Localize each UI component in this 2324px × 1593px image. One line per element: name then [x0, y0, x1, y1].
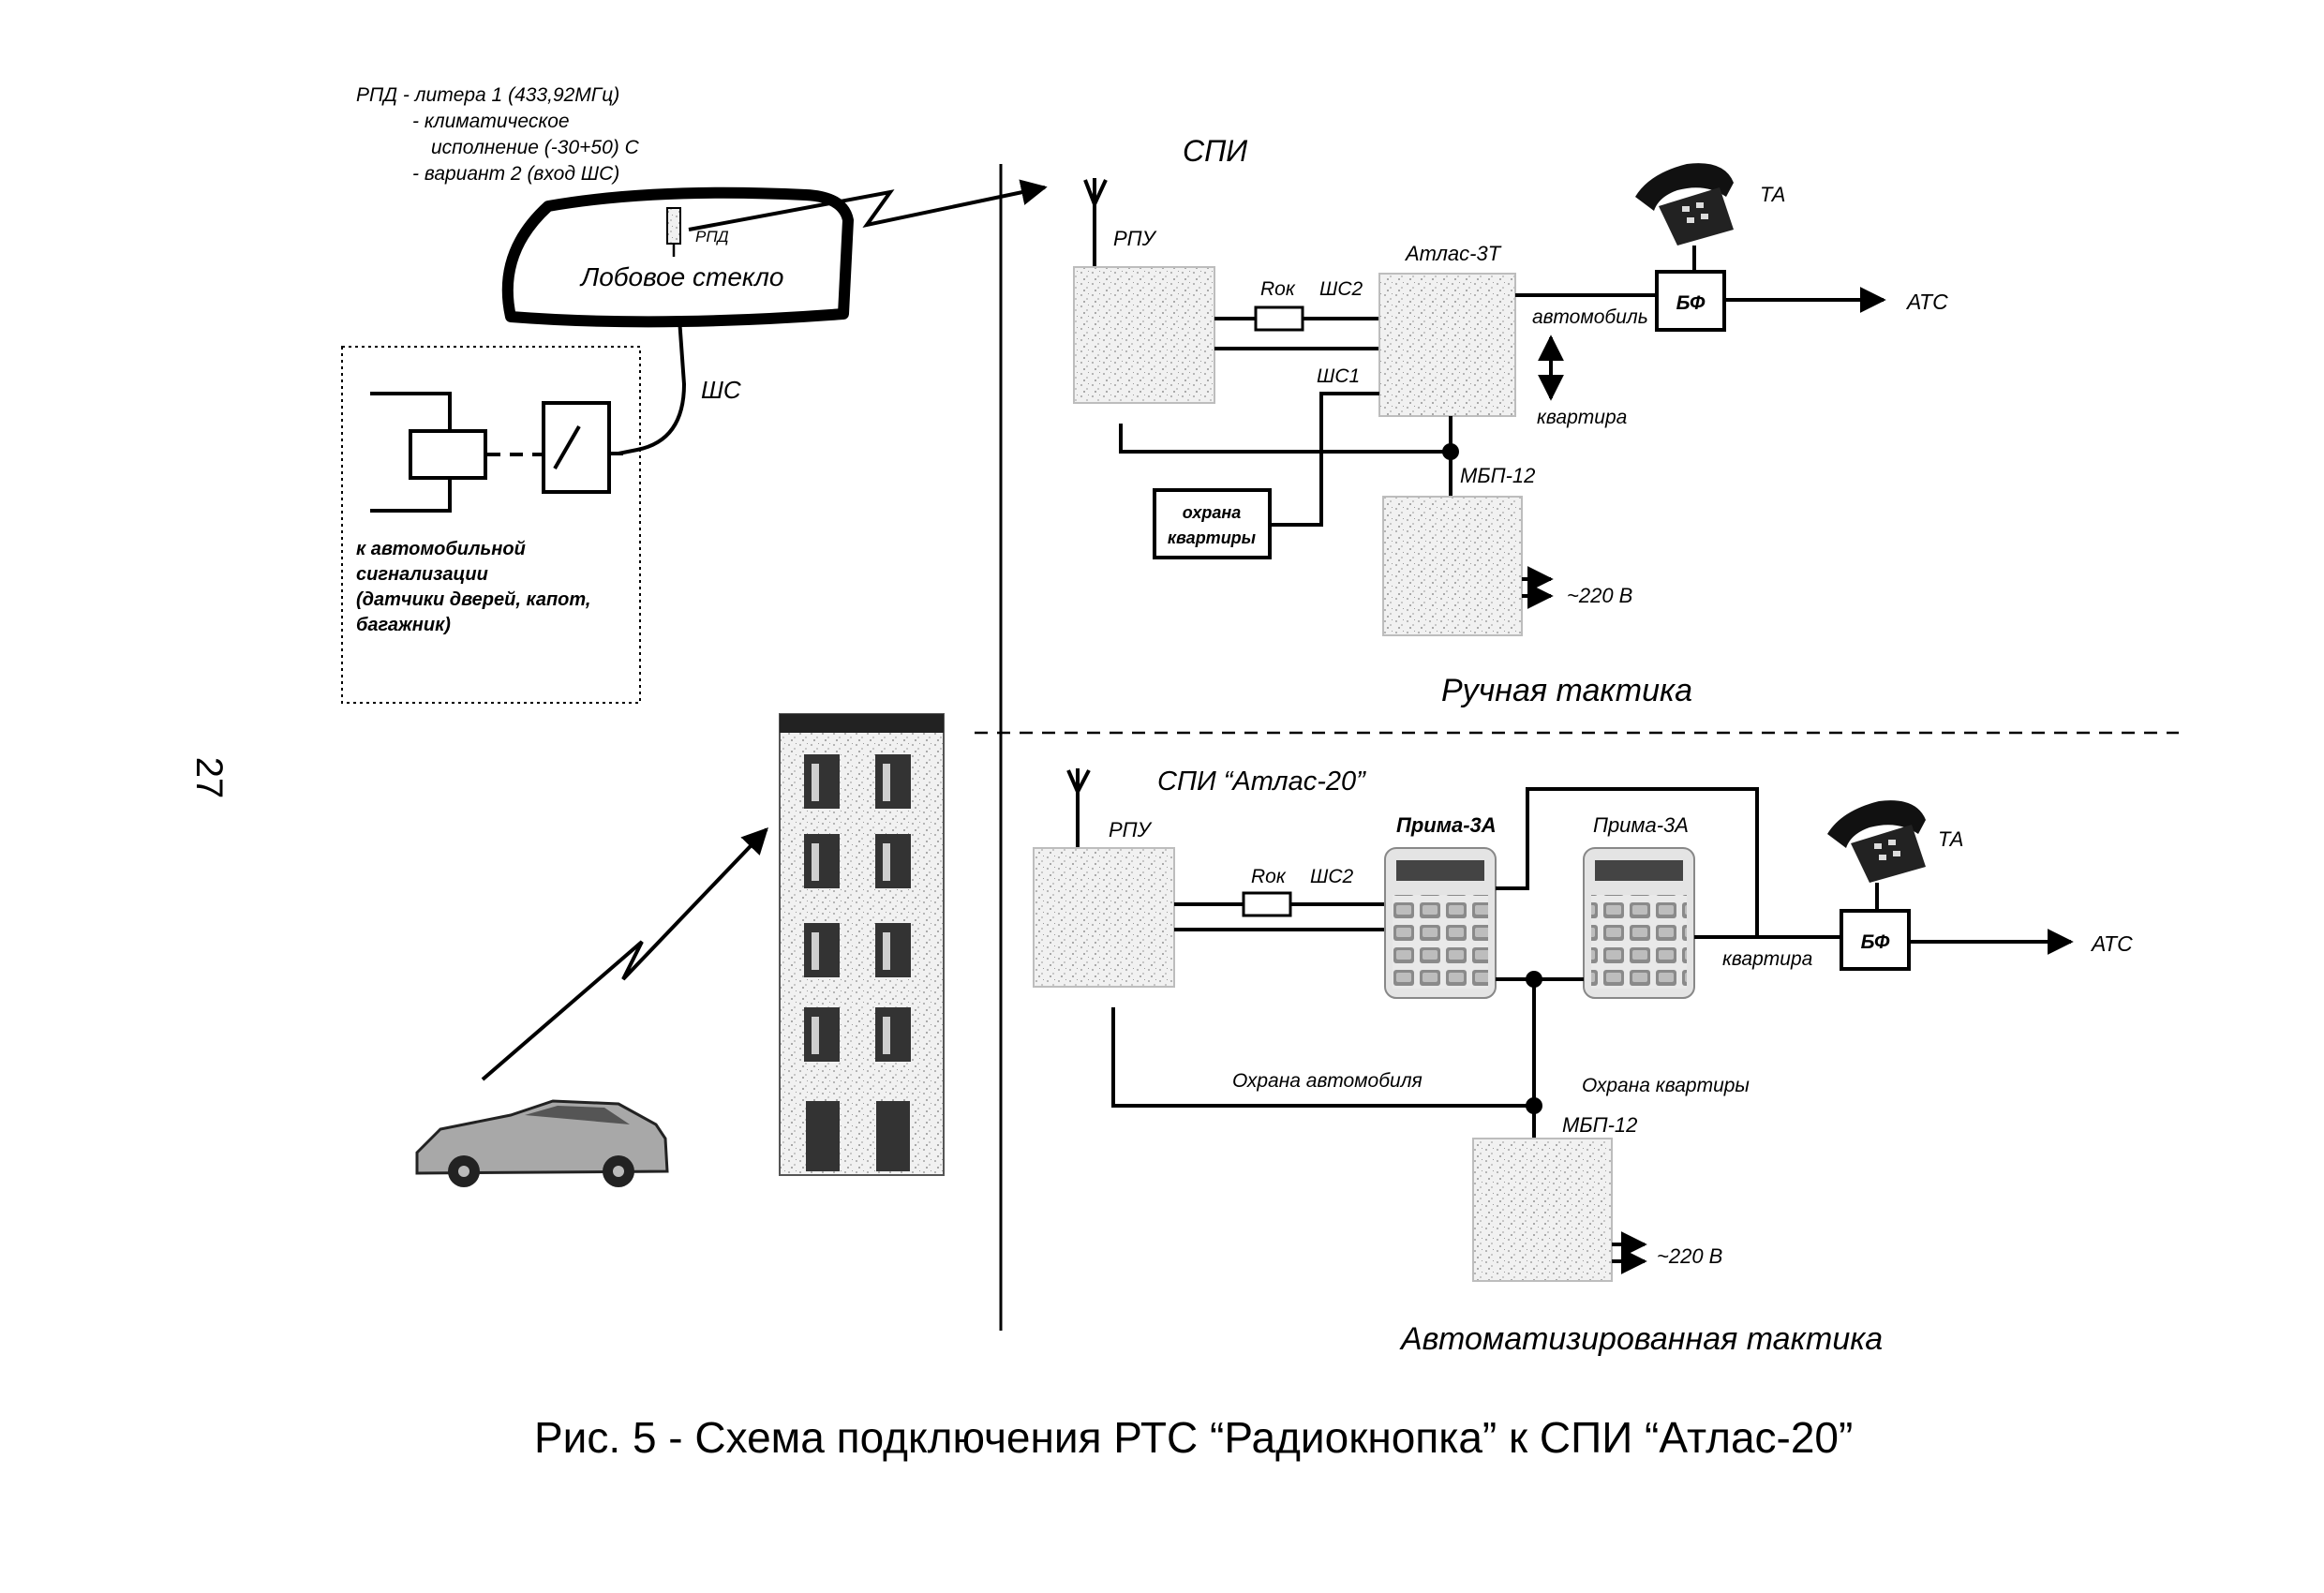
junction-dot — [1526, 1097, 1542, 1114]
spi-title: СПИ — [1183, 134, 1247, 168]
shs-label: ШС — [701, 376, 741, 404]
power-label: ~220 В — [1657, 1244, 1722, 1268]
guard-car-label: Охрана автомобиля — [1232, 1070, 1423, 1092]
flat-guard-box — [1153, 488, 1272, 559]
rpd-spec-note: РПД - литера 1 (433,92МГц) - климатическ… — [356, 84, 640, 185]
shs2-label: ШС2 — [1310, 866, 1353, 887]
flat-guard-text: квартиры — [1168, 529, 1257, 547]
car-mode-label: автомобиль — [1532, 306, 1648, 328]
shs2-label: ШС2 — [1319, 278, 1363, 300]
resistor-icon — [1242, 891, 1292, 917]
page-number: 27 — [188, 757, 230, 799]
spi-atlas20-title: СПИ “Атлас-20” — [1157, 767, 1366, 796]
apartment-building-icon — [779, 713, 945, 1176]
car-icon — [415, 1099, 669, 1187]
flat-mode-label: квартира — [1537, 407, 1627, 428]
ats-label: АТС — [2090, 931, 2133, 956]
radio-link-building — [481, 826, 768, 1081]
guard-flat-label: Охрана квартиры — [1582, 1075, 1750, 1096]
rpu-receiver — [1033, 847, 1175, 988]
prima-label: Прима-3А — [1396, 813, 1497, 837]
antenna-icon — [1083, 178, 1108, 267]
rpd-transmitter-icon — [666, 207, 681, 245]
svg-text:багажник): багажник) — [356, 615, 451, 635]
prima-3a-keypad — [1583, 847, 1695, 999]
flat-label: квартира — [1722, 948, 1812, 970]
manual-tactic-title: Ручная тактика — [1441, 673, 1692, 708]
bf-filter-box — [1655, 270, 1726, 332]
relay-contact-icon — [542, 401, 611, 494]
ta-label: ТА — [1938, 827, 1963, 851]
shs1-label: ШС1 — [1317, 365, 1360, 387]
alarm-note: к автомобильной сигнализации (датчики дв… — [356, 539, 590, 635]
prima-3a-keypad — [1384, 847, 1497, 999]
rpd-label: РПД — [695, 228, 729, 246]
atlas-3t-panel — [1378, 273, 1516, 417]
junction-dot — [1442, 443, 1459, 460]
mbp-label: МБП-12 — [1562, 1113, 1637, 1137]
bf-filter-box — [1840, 909, 1911, 971]
rpu-label: РПУ — [1113, 227, 1157, 250]
svg-text:к автомобильной: к автомобильной — [356, 539, 526, 559]
rpu-label: РПУ — [1109, 818, 1153, 841]
power-label: ~220 В — [1567, 584, 1632, 607]
telephone-icon — [1827, 800, 1926, 883]
svg-text:(датчики дверей, капот,: (датчики дверей, капот, — [356, 589, 590, 610]
rok-label: Rок — [1260, 278, 1296, 300]
mbp-12-psu — [1382, 496, 1523, 636]
svg-text:РПД - литера 1 (433,92МГц): РПД - литера 1 (433,92МГц) — [356, 84, 619, 106]
figure-caption: Рис. 5 - Схема подключения РТС “Радиокно… — [534, 1413, 1853, 1462]
windshield-label: Лобовое стекло — [579, 262, 784, 291]
flat-guard-text: охрана — [1183, 503, 1241, 522]
rok-label: Rок — [1251, 866, 1287, 887]
ta-label: ТА — [1760, 183, 1785, 206]
relay-coil-icon — [409, 429, 487, 480]
bf-label: БФ — [1861, 931, 1890, 953]
bf-label: БФ — [1676, 292, 1706, 314]
telephone-icon — [1635, 163, 1734, 246]
radio-link-car — [688, 179, 1048, 231]
ats-label: АТС — [1905, 290, 1948, 314]
alarm-interface-box — [341, 346, 641, 704]
mbp-label: МБП-12 — [1460, 464, 1535, 487]
svg-text:сигнализации: сигнализации — [356, 564, 488, 585]
shs-cable — [618, 318, 687, 455]
svg-text:- вариант 2 (вход ШС): - вариант 2 (вход ШС) — [412, 163, 619, 185]
mbp-12-psu — [1472, 1138, 1613, 1282]
antenna-icon — [1066, 768, 1091, 848]
automated-tactic-title: Автоматизированная тактика — [1399, 1321, 1883, 1357]
resistor-icon — [1254, 305, 1304, 332]
prima-label: Прима-3А — [1593, 813, 1689, 837]
svg-text:- климатическое: - климатическое — [412, 111, 570, 132]
rpu-receiver — [1073, 266, 1215, 404]
windshield-outline — [501, 186, 854, 328]
atlas-label: Атлас-3Т — [1404, 242, 1502, 265]
svg-text:исполнение (-30+50) С: исполнение (-30+50) С — [431, 137, 640, 158]
